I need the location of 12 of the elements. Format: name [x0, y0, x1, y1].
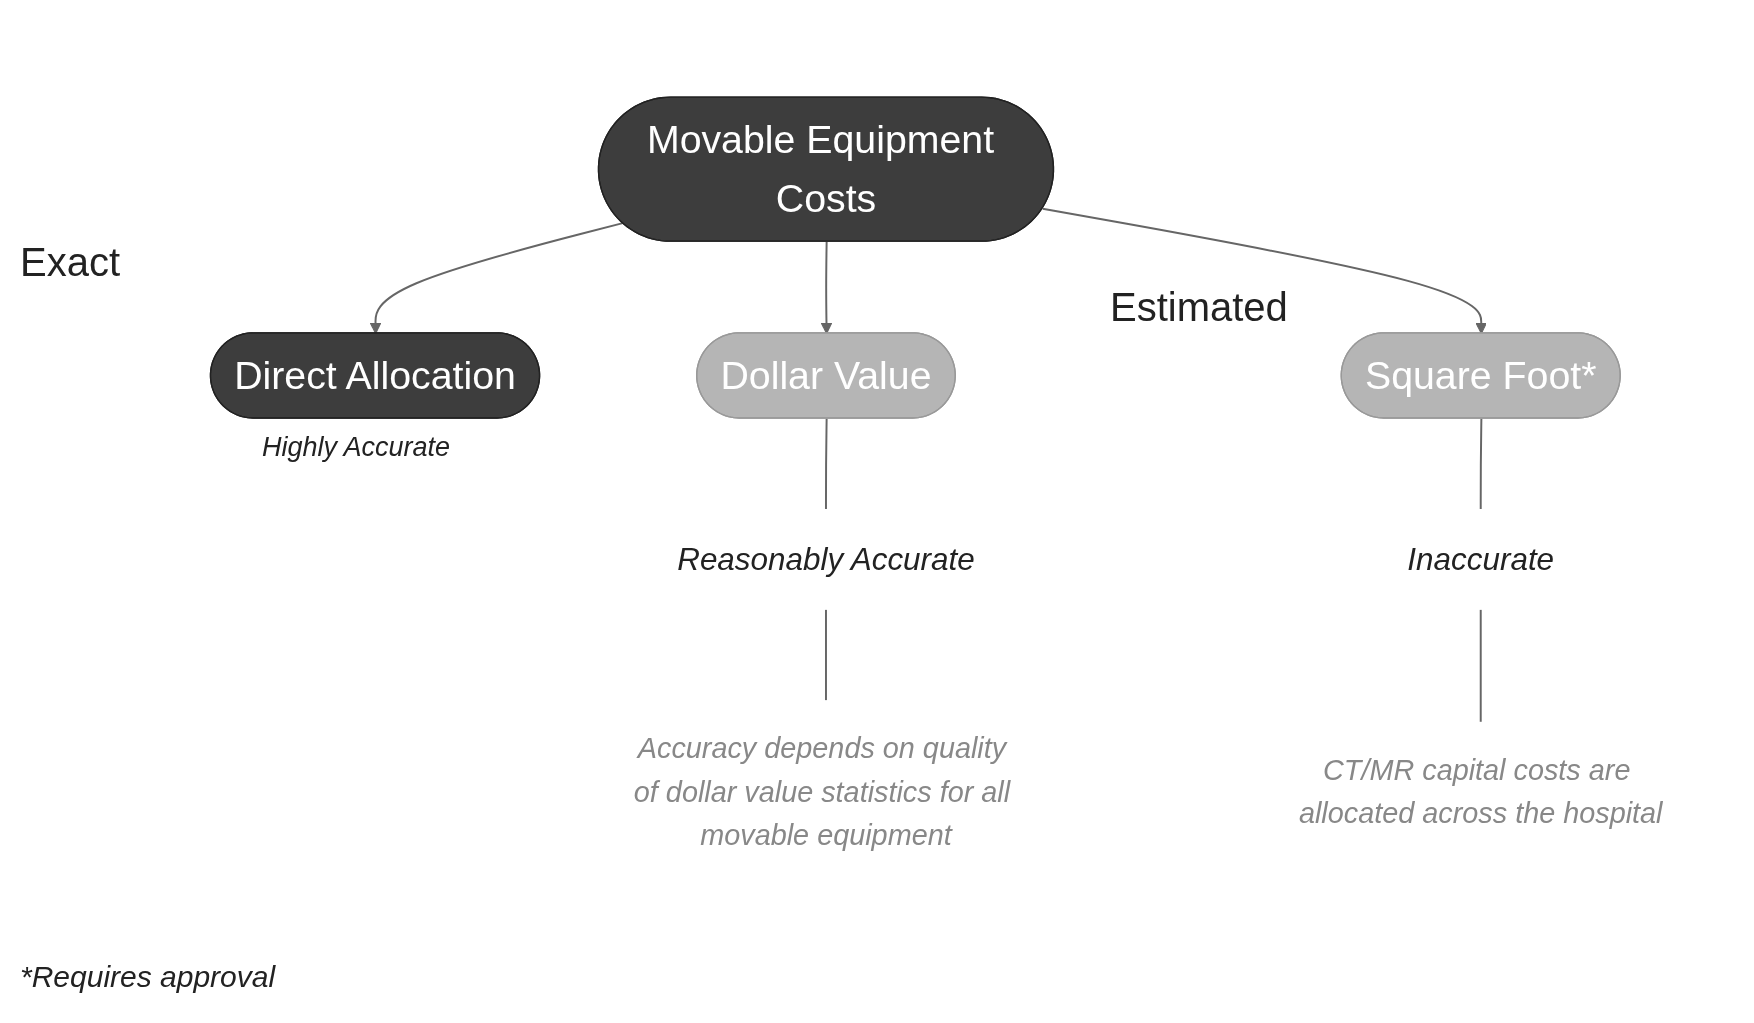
connector — [1479, 608, 1482, 724]
connector — [1479, 417, 1483, 511]
side-label: Estimated — [1110, 285, 1288, 330]
node-text: Inaccurate — [1407, 541, 1555, 577]
footnote: *Requires approval — [20, 960, 276, 994]
node-text: CT/MR capital costs are allocated across the hospital — [1298, 753, 1663, 830]
connector — [825, 417, 828, 511]
node-text: Reasonably Accurate — [677, 541, 975, 577]
side-label: Exact — [20, 240, 121, 285]
node-text: Accuracy depends on quality of dollar value statistics for all movable equipment — [633, 732, 1011, 852]
accuracy-label: Highly Accurate — [262, 432, 451, 463]
connector — [825, 608, 827, 702]
